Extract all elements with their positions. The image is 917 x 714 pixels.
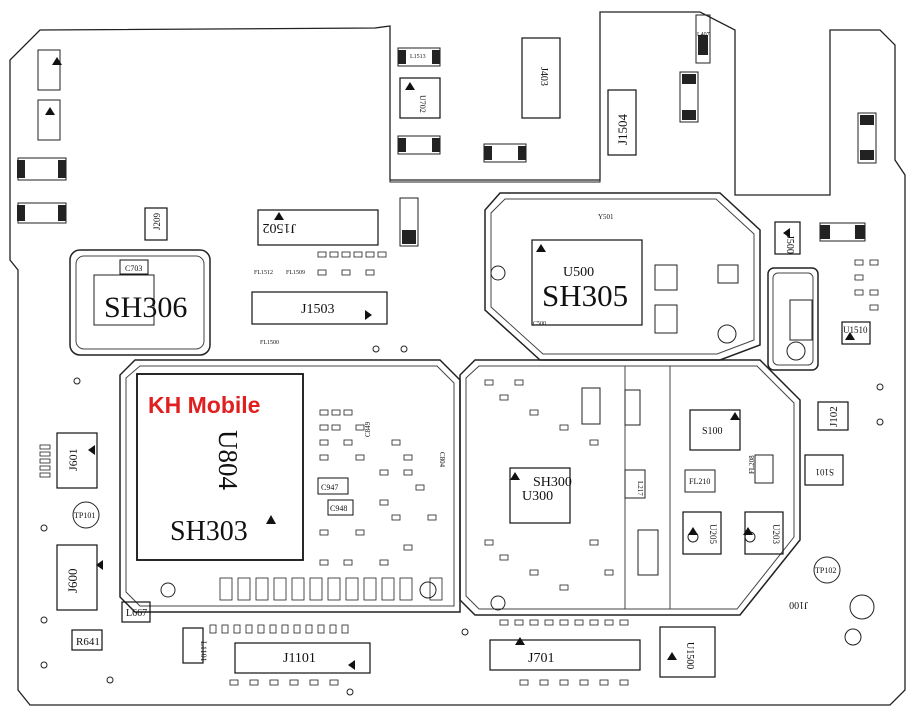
label-sh303: SH303: [170, 516, 248, 547]
label-j209: J209: [152, 212, 162, 230]
label-u804: U804: [213, 430, 243, 490]
test-points: [40, 265, 884, 696]
label-fl1500: FL1500: [260, 340, 279, 346]
label-c849: C849: [364, 421, 372, 437]
label-u1500: U1500: [684, 642, 695, 669]
label-sh305: SH305: [542, 278, 628, 313]
shield-sh300: [459, 359, 801, 616]
label-c804: C804: [438, 452, 446, 468]
label-j601: J601: [66, 448, 80, 471]
dark-components: [17, 35, 874, 244]
label-j500: J500: [784, 235, 795, 254]
board-edge: [9, 11, 906, 706]
label-tp102: TP102: [815, 566, 836, 575]
shield-sh305: [484, 192, 761, 361]
label-c500: C500: [533, 321, 546, 327]
label-l1513: L1513: [410, 54, 426, 60]
chip-u804: [136, 373, 304, 561]
shield-sh306: [69, 249, 211, 356]
label-y501: Y501: [598, 213, 614, 221]
label-fl210: FL210: [689, 477, 710, 486]
label-sh306: SH306: [104, 291, 187, 324]
label-s101: S101: [815, 467, 834, 477]
label-j102: J102: [828, 406, 840, 427]
shield-sh303: [119, 359, 461, 613]
label-j1502: J1502: [263, 220, 296, 235]
label-j1503: J1503: [301, 302, 334, 317]
label-tp101: TP101: [74, 511, 95, 520]
label-j600: J600: [65, 568, 80, 593]
watermark-text: KH Mobile: [148, 392, 261, 418]
label-j100: J100: [789, 599, 808, 610]
label-sh300: SH300: [533, 475, 572, 490]
label-u702: U702: [418, 95, 427, 113]
pin-markers: [45, 57, 855, 670]
label-j1504: J1504: [615, 113, 630, 145]
label-c948: C948: [330, 504, 347, 513]
label-c947: C947: [321, 483, 338, 492]
label-l407: L407: [697, 32, 710, 38]
label-s100: S100: [702, 426, 723, 437]
label-u203: U203: [771, 524, 781, 544]
label-fl1509: FL1509: [286, 270, 305, 276]
label-fl208: FL208: [748, 455, 756, 474]
label-fl1512: FL1512: [254, 270, 273, 276]
label-j1101: J1101: [283, 651, 316, 666]
label-u300: U300: [522, 489, 553, 504]
label-l217: L217: [636, 481, 644, 496]
label-j701: J701: [528, 651, 554, 666]
label-c703: C703: [125, 264, 142, 273]
label-u205: U205: [708, 524, 718, 544]
label-u1510: U1510: [843, 325, 868, 335]
label-r641: R641: [76, 636, 100, 648]
label-l667: L667: [126, 608, 147, 619]
label-l1101: L1101: [199, 641, 208, 662]
passive-components: [39, 251, 879, 686]
label-u500: U500: [563, 265, 594, 280]
label-j403: J403: [538, 67, 549, 86]
